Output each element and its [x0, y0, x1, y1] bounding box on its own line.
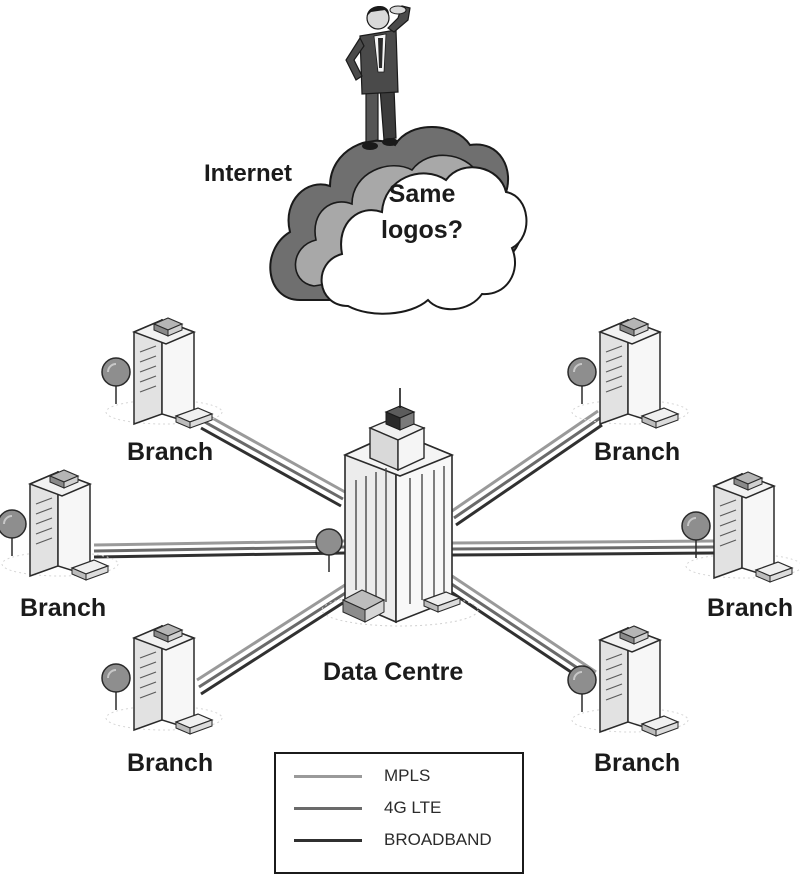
branch-label-mid-left: Branch — [20, 594, 107, 622]
network-links — [93, 409, 715, 696]
cloud-question-line-1: Same — [388, 180, 456, 208]
cloud-question: Same logos? — [362, 176, 482, 248]
branch-label-bottom-left: Branch — [127, 749, 214, 777]
cloud-question-line-2: logos? — [381, 216, 463, 244]
branch-building-mid-left — [0, 469, 119, 581]
legend-label-broadband: BROADBAND — [384, 830, 492, 849]
branch-label-bottom-right: Branch — [594, 749, 681, 777]
legend-swatch-4g-lte — [294, 807, 362, 810]
branch-building-mid-right — [681, 471, 800, 583]
legend-swatch-mpls — [294, 775, 362, 778]
legend-swatch-broadband — [294, 839, 362, 842]
internet-cloud — [269, 5, 528, 315]
internet-label: Internet — [204, 160, 293, 187]
branch-building-bottom-right — [567, 625, 689, 737]
legend-label-mpls: MPLS — [384, 766, 431, 785]
branch-label-top-left: Branch — [127, 438, 214, 466]
link-mid-right — [451, 539, 715, 557]
link-bottom-right — [447, 574, 597, 688]
link-top-right — [451, 409, 603, 527]
legend: MPLS 4G LTE BROADBAND — [274, 752, 524, 874]
link-top-left — [200, 412, 346, 508]
data-centre-label: Data Centre — [323, 658, 464, 686]
data-centre-building — [315, 388, 479, 627]
branch-building-top-right — [567, 317, 689, 429]
branch-label-mid-right: Branch — [707, 594, 794, 622]
link-mid-left — [93, 539, 346, 559]
person-figure — [345, 5, 411, 150]
branch-label-top-right: Branch — [594, 438, 681, 466]
branch-building-bottom-left — [101, 623, 223, 735]
legend-label-4g-lte: 4G LTE — [384, 798, 442, 817]
branch-building-top-left — [101, 317, 223, 429]
